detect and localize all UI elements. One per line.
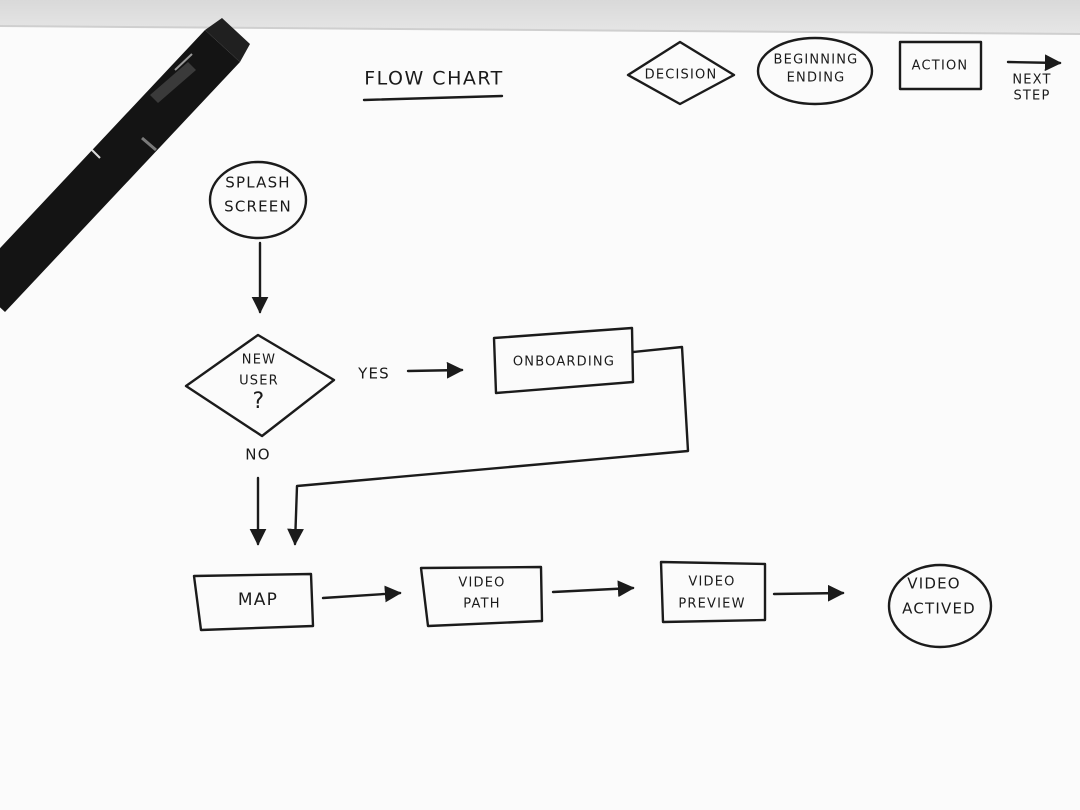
node-video-path-label-1: VIDEO [458, 576, 505, 591]
node-map-label: MAP [238, 590, 278, 610]
node-splash-screen-label-1: SPLASH [225, 174, 291, 192]
node-video-preview [659, 560, 767, 624]
legend-arrow-label-1: NEXT [1012, 73, 1051, 88]
node-splash-screen-label-2: SCREEN [224, 198, 292, 216]
edge-video-preview-to-actived [772, 584, 845, 602]
edge-label-no: NO [245, 446, 270, 464]
node-decision-label-1: NEW [242, 353, 276, 368]
node-decision-label-2: USER [239, 374, 279, 389]
paper-edge-shadow [0, 25, 1080, 35]
edge-label-yes: YES [357, 365, 390, 383]
legend-decision-diamond [626, 40, 736, 106]
node-splash-screen [208, 160, 308, 240]
node-decision-label-3: ? [253, 389, 266, 414]
legend-terminal-oval [756, 36, 874, 106]
node-onboarding [492, 326, 635, 395]
legend-arrow [1006, 54, 1062, 72]
edge-video-path-to-preview [551, 580, 635, 598]
node-map [192, 572, 315, 632]
legend-terminal-label-1: BEGINNING [774, 53, 859, 68]
node-onboarding-label: ONBOARDING [513, 355, 615, 370]
edge-yes-to-onboarding [406, 361, 464, 379]
paper-sheet [0, 26, 1080, 810]
edge-onboarding-to-map [287, 345, 690, 546]
node-video-actived-label-2: ACTIVED [902, 600, 976, 618]
legend-arrow-label-2: STEP [1013, 89, 1050, 104]
node-video-path [419, 565, 544, 628]
title-underline [362, 94, 504, 102]
legend: DECISION BEGINNING ENDING ACTION NEXT ST… [626, 36, 1062, 106]
node-new-user-decision [184, 333, 336, 438]
chart-title: FLOW CHART [364, 68, 504, 90]
node-video-actived [887, 563, 993, 649]
legend-action-box [898, 40, 983, 91]
legend-action-label: ACTION [912, 59, 969, 74]
node-video-preview-label-2: PREVIEW [678, 597, 745, 612]
pen-icon [0, 18, 250, 312]
legend-decision-label: DECISION [645, 68, 718, 83]
legend-terminal-label-2: ENDING [787, 71, 846, 86]
node-video-path-label-2: PATH [463, 597, 500, 612]
node-video-actived-label-1: VIDEO [907, 575, 961, 593]
edge-map-to-video-path [321, 585, 402, 603]
node-video-preview-label-1: VIDEO [688, 575, 735, 590]
